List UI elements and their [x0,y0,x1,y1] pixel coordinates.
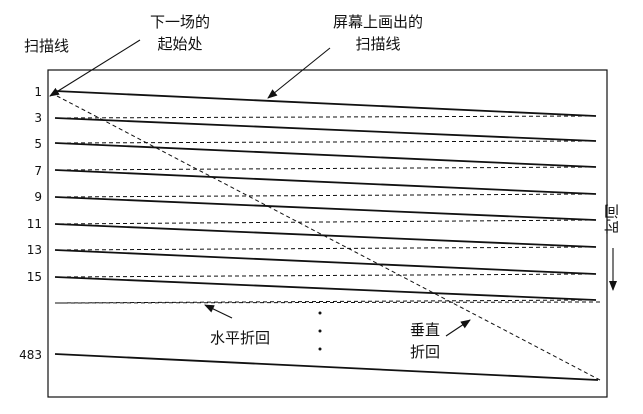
line-number: 7 [34,164,42,178]
drawn-lines-label-line2: 扫描线 [355,35,401,53]
line-number: 9 [34,190,42,204]
scan-line-9 [54,196,597,221]
next-field-start-label-line2: 起始处 [157,35,203,53]
line-number: 3 [34,111,42,125]
line-number: 15 [26,270,42,284]
line-number: 11 [26,217,42,231]
screen-frame [47,69,608,398]
drawn-scan-lines [54,90,599,381]
scan-line-13 [54,249,597,275]
horizontal-retrace-label: 水平折回 [210,329,271,347]
vertical-retrace-label-line1: 垂直 [410,321,441,339]
scan-line-1 [54,90,597,117]
scan-line-3 [54,117,597,142]
line-number: 13 [26,243,42,257]
scan-line-483 [54,353,599,381]
scan-line-5 [54,142,597,168]
scan-line-11 [54,223,597,248]
line-number: 1 [34,85,42,99]
scan-lines-label: 扫描线 [24,37,70,55]
line-number: 483 [19,348,42,362]
horizontal-retrace-lines [54,115,601,304]
pointer-arrows [49,39,617,337]
arrow-horizontal-retrace [204,304,233,319]
next-field-start-label-line1: 下一场的 [149,13,210,31]
arrow-vertical-retrace [445,319,471,337]
scan-line-15 [54,276,597,301]
drawn-lines-label-line1: 屏幕上画出的 [332,13,423,31]
ellipsis-dots [318,311,322,351]
vertical-retrace-label-line2: 折回 [410,343,441,361]
arrow-next-field-start [49,39,141,97]
line-number: 5 [34,137,42,151]
scan-line-7 [54,169,597,195]
arrow-drawn-lines [267,47,331,99]
time-label: 时间 [603,204,621,234]
